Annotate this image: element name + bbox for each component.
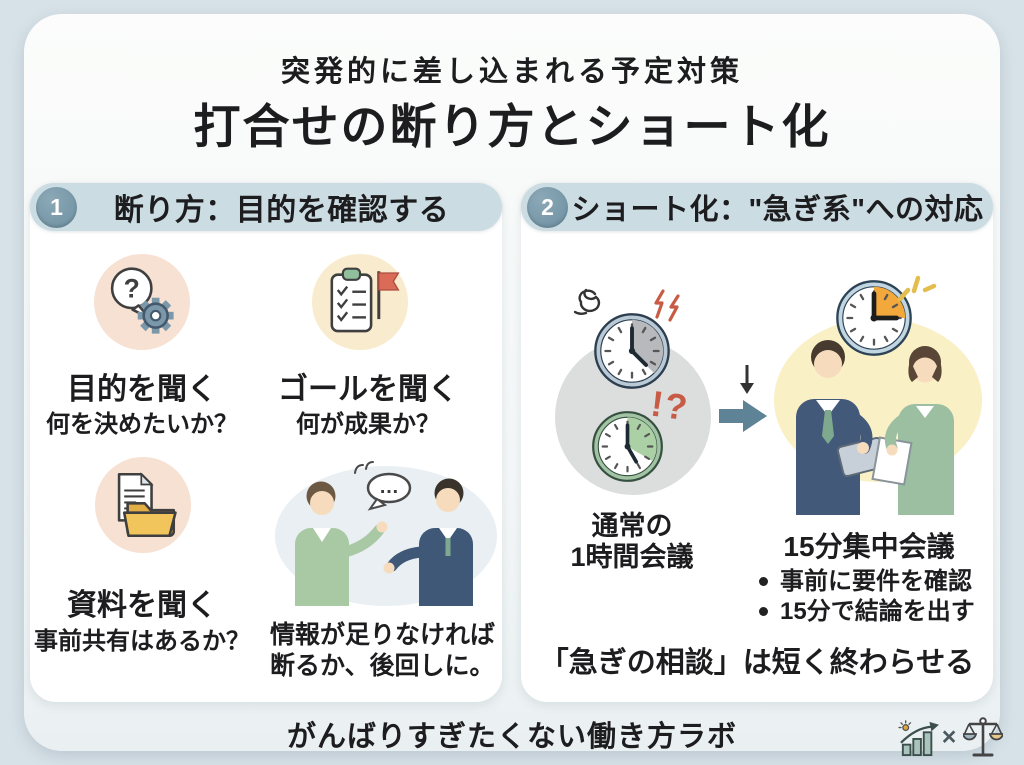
document-folder-icon xyxy=(117,472,177,538)
transition-arrows-icon xyxy=(719,365,767,432)
item-goal-sub: 何が成果か？ xyxy=(296,411,440,438)
balance-scale-icon xyxy=(963,717,1003,757)
hour-meeting-clock-icon xyxy=(594,313,670,389)
bullet-item: 15分で結論を出す xyxy=(759,597,975,627)
frustration-scribble-icon xyxy=(573,288,601,315)
motion-marks xyxy=(354,461,374,474)
advice-line1: 情報が足りなければ xyxy=(270,621,496,649)
subtitle: 突発的に差し込まれる予定対策 xyxy=(280,56,743,88)
panel2-header: 2 ショート化："急ぎ系"への対応 xyxy=(521,183,993,231)
focus-meeting-bullets: 事前に要件を確認 15分で結論を出す xyxy=(759,567,975,627)
panel2-number-badge: 2 xyxy=(527,186,568,228)
urgent-interrobang: !? xyxy=(648,382,692,429)
stress-bolts-icon xyxy=(654,289,680,322)
growth-chart-icon xyxy=(898,720,939,757)
advice-line2: 断るか、後回しに。 xyxy=(270,652,495,680)
panel1-header: 1 断り方：目的を確認する xyxy=(30,183,502,231)
speech-bubble-text: … xyxy=(379,476,399,498)
item-goal-title: ゴールを聞く xyxy=(278,373,458,406)
bullet-dot xyxy=(759,607,768,616)
panel-shorten-meeting: 2 ショート化："急ぎ系"への対応 xyxy=(521,183,993,702)
bullet-text: 事前に要件を確認 xyxy=(780,568,972,595)
item-materials-sub: 事前共有はあるか？ xyxy=(34,628,250,655)
panel2-title: ショート化："急ぎ系"への対応 xyxy=(571,194,984,226)
goal-icon-circle xyxy=(312,254,408,350)
quarter-hour-clock-icon xyxy=(836,280,912,356)
question-gear-icon: ? xyxy=(110,267,174,334)
after-caption: 15分集中会議 xyxy=(783,531,955,562)
green-meeting-clock-icon xyxy=(592,411,663,482)
panel1-number-badge: 1 xyxy=(36,186,77,228)
panel-decline-method: 1 断り方：目的を確認する ? 目的を聞く 何を決めたいか？ xyxy=(30,183,502,702)
panel2-statement: 「急ぎの相談」は短く終わらせる xyxy=(539,647,975,679)
panel1-title: 断り方：目的を確認する xyxy=(113,194,450,227)
multiply-separator: × xyxy=(941,723,957,751)
purpose-icon-circle: ? xyxy=(94,254,190,350)
speech-bubble xyxy=(366,472,412,504)
before-caption-line2: 1時間会議 xyxy=(570,542,694,572)
page-title: 打合せの断り方とショート化 xyxy=(193,100,831,153)
bullet-item: 事前に要件を確認 xyxy=(759,567,975,597)
two-people-talking-illustration: … xyxy=(275,461,497,606)
advice-caption: 情報が足りなければ 断るか、後回しに。 xyxy=(270,620,500,682)
checklist-flag-icon xyxy=(330,267,400,333)
brand-label: がんばりすぎたくない働き方ラボ xyxy=(286,721,737,753)
sparkle-dashes-icon xyxy=(897,275,937,302)
before-caption: 通常の 1時間会議 xyxy=(537,511,727,573)
bullet-text: 15分で結論を出す xyxy=(780,598,975,625)
question-mark-glyph: ? xyxy=(124,274,140,304)
item-purpose-sub: 何を決めたいか？ xyxy=(46,411,238,438)
bullet-dot xyxy=(759,577,768,586)
item-purpose-title: 目的を聞く xyxy=(67,373,217,406)
item-materials-title: 資料を聞く xyxy=(67,589,217,622)
materials-icon-circle xyxy=(95,457,191,553)
focused-meeting-illustration xyxy=(774,318,982,515)
before-caption-line1: 通常の xyxy=(591,511,673,541)
